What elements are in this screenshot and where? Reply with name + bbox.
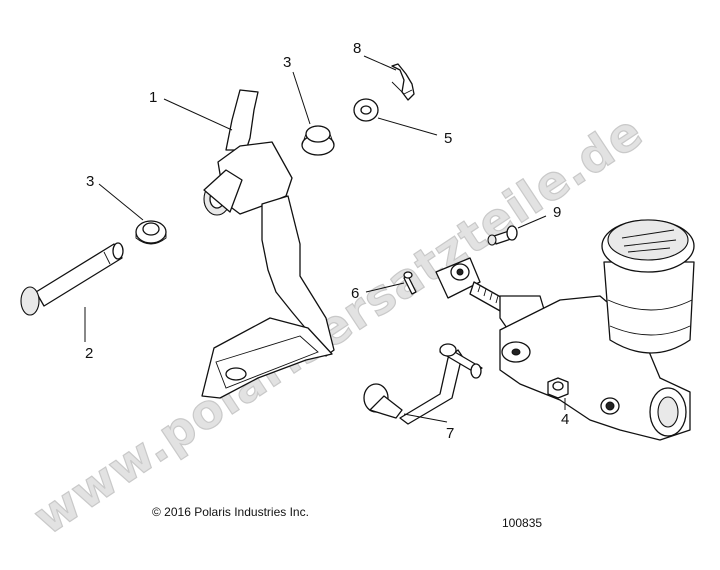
part-8-hairpin-clip [391, 63, 415, 101]
part-4-nut [547, 377, 569, 399]
part-9-pin [487, 225, 518, 246]
callout-9: 9 [553, 204, 561, 221]
part-3-bushing-top [301, 125, 335, 156]
callout-5: 5 [444, 130, 452, 147]
part-3-bushing-left [135, 220, 167, 245]
copyright-text: © 2016 Polaris Industries Inc. [152, 505, 309, 519]
part-6-cotter-pin [403, 271, 417, 295]
callout-4: 4 [561, 411, 569, 428]
part-7-pedal-link [363, 343, 483, 425]
callout-3-left: 3 [86, 173, 94, 190]
callout-7: 7 [446, 425, 454, 442]
callout-3-top: 3 [283, 54, 291, 71]
leader-lines [84, 55, 566, 423]
callout-1: 1 [149, 89, 157, 106]
diagram-number: 100835 [502, 516, 542, 530]
part-1-brake-pedal [201, 89, 335, 399]
part-2-clevis-pin [20, 242, 124, 316]
part-5-washer [353, 98, 379, 122]
callout-6: 6 [351, 285, 359, 302]
callout-8: 8 [353, 40, 361, 57]
master-cylinder-assembly [435, 219, 695, 441]
callout-2: 2 [85, 345, 93, 362]
